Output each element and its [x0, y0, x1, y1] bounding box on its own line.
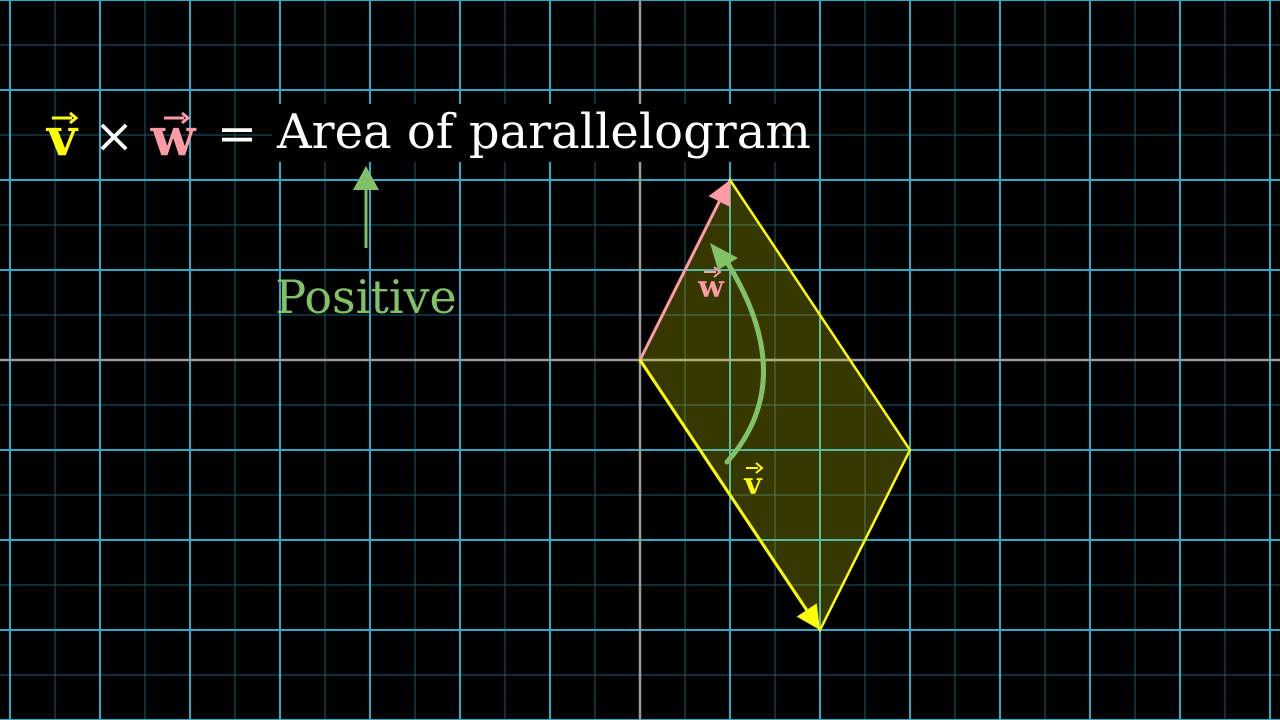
formula-w-arrow-icon	[164, 111, 191, 125]
vector-w-label-text: w	[697, 270, 725, 305]
formula: v × w = Area of parallelogram	[46, 104, 811, 168]
vector-v-label-arrow-icon	[746, 462, 764, 474]
vector-v-label-text: v	[743, 467, 763, 502]
vector-w	[638, 200, 721, 361]
vector-v	[638, 359, 808, 611]
formula-w-symbol: w	[150, 107, 197, 168]
vector-w-label-arrow-icon	[704, 266, 722, 278]
rotation-arc	[724, 259, 766, 465]
formula-equals-symbol: =	[217, 106, 257, 162]
vector-v-label: v	[743, 462, 764, 502]
formula-background	[272, 104, 782, 162]
positive-annotation: Positive	[275, 166, 457, 324]
vector-v-arrowhead	[796, 603, 820, 630]
rotation-arc-arrowhead	[710, 243, 738, 270]
formula-v-arrow-icon	[52, 111, 79, 125]
vector-w-label: w	[697, 266, 725, 305]
formula-area-text: Area of parallelogram	[276, 104, 811, 160]
positive-arrow-up-icon	[353, 166, 379, 190]
vector-w-arrowhead	[708, 180, 730, 207]
positive-label: Positive	[275, 270, 457, 324]
formula-times-symbol: ×	[94, 108, 134, 164]
